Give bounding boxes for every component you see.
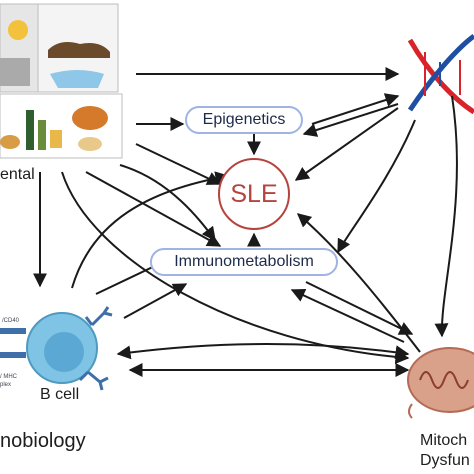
b-cell-icon bbox=[0, 306, 113, 391]
bottle-icon bbox=[26, 110, 34, 150]
dna-icon bbox=[407, 33, 474, 115]
food-icon bbox=[0, 135, 20, 149]
mitochondrial-label-line2: Dysfun bbox=[420, 452, 470, 469]
environmental-images bbox=[0, 3, 123, 159]
antibody-icon bbox=[84, 306, 113, 327]
factory-icon bbox=[0, 58, 30, 86]
epigenetics-node: Epigenetics bbox=[185, 106, 303, 134]
soil-icon bbox=[48, 42, 110, 58]
immunobiology-label: nobiology bbox=[0, 430, 86, 452]
mitochondrial-label-line1: Mitoch bbox=[420, 432, 468, 449]
immunometabolism-node: Immunometabolism bbox=[150, 248, 338, 276]
chicken-icon bbox=[72, 106, 108, 130]
immunometabolism-label: Immunometabolism bbox=[174, 253, 314, 270]
environmental-label: ental bbox=[0, 166, 35, 183]
receptor-label: /CD40 bbox=[2, 318, 20, 324]
b-cell-label: B cell bbox=[40, 386, 80, 403]
water-icon bbox=[50, 70, 104, 88]
epigenetics-label: Epigenetics bbox=[202, 111, 286, 128]
sun-icon bbox=[8, 20, 28, 40]
mitochondria-icon bbox=[407, 347, 474, 419]
sle-label: SLE bbox=[230, 179, 278, 208]
sle-node: SLE bbox=[218, 158, 290, 230]
mhc-label-line1: / MHC bbox=[0, 374, 17, 380]
mhc-label-line2: plex bbox=[0, 382, 12, 388]
